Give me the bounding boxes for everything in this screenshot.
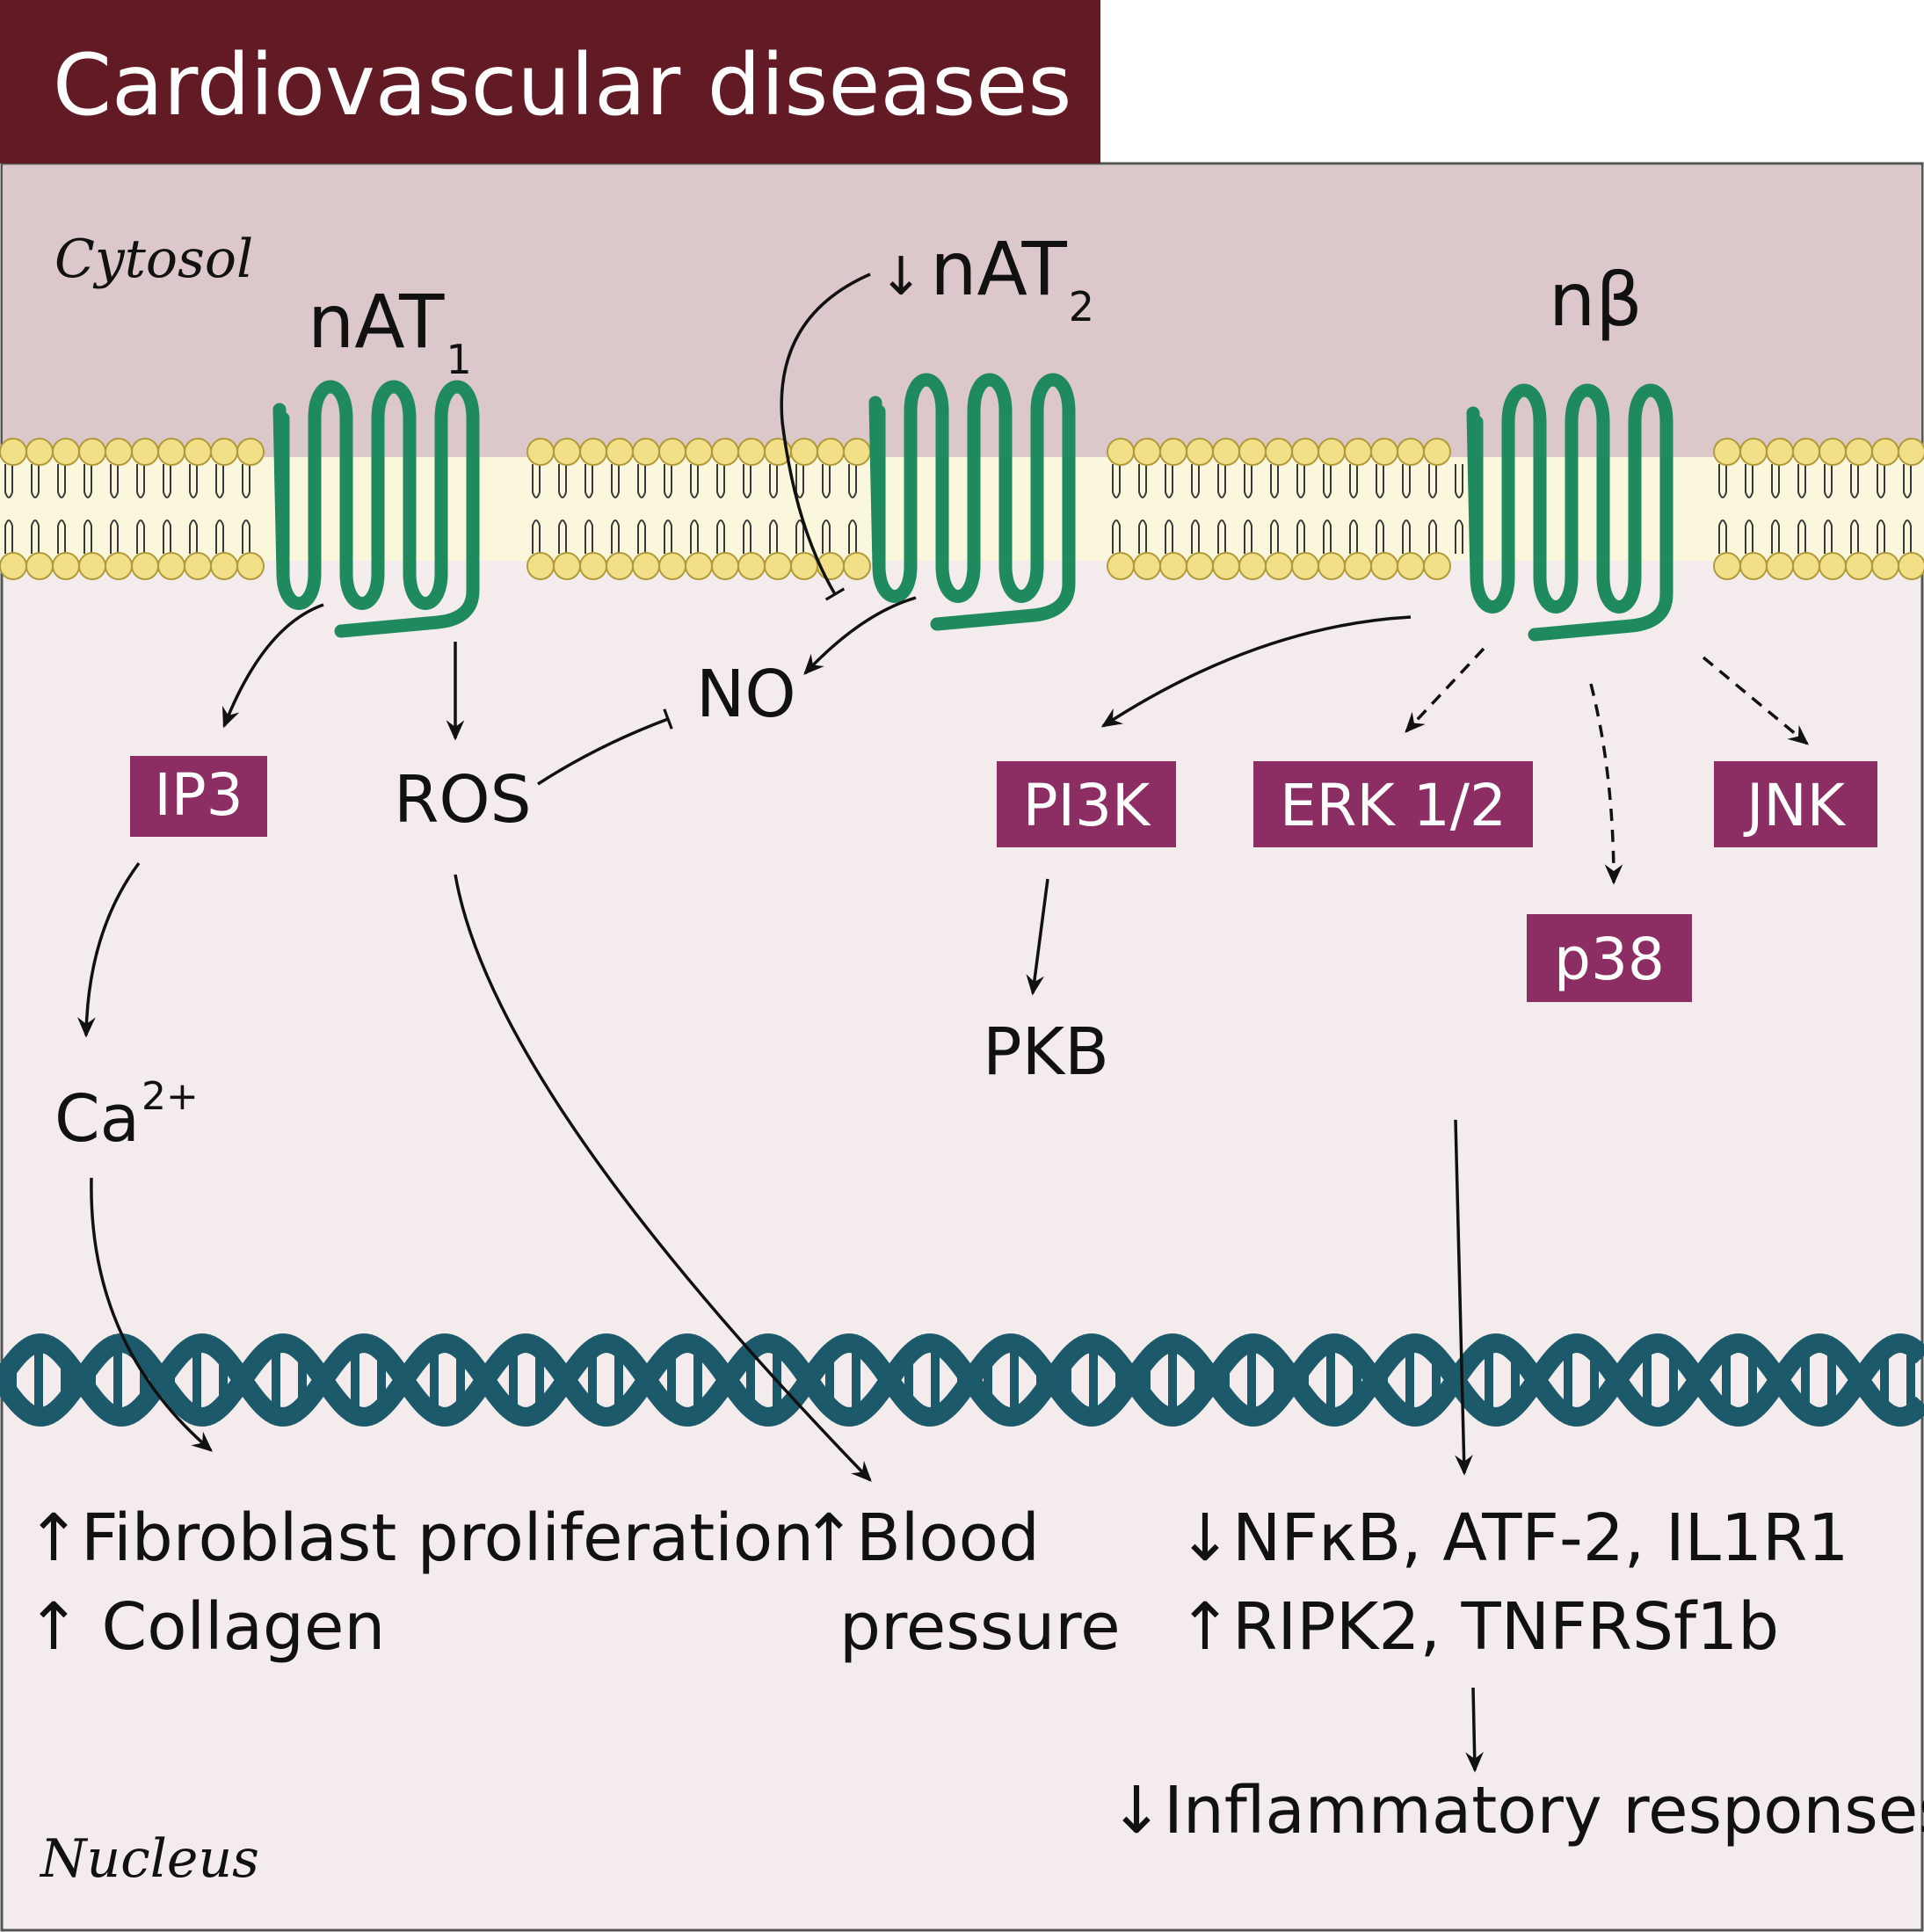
- fibroblast-outcome: ↑Fibroblast proliferation: [26, 1500, 814, 1576]
- pi3k-box: [997, 761, 1176, 847]
- nfkb-outcome: ↓NFκB, ATF-2, IL1R1: [1178, 1500, 1848, 1576]
- arrow-nat2-to-no: [803, 596, 917, 675]
- pkb-label: PKB: [983, 1014, 1109, 1090]
- nat2-label: ↓nAT2: [879, 226, 1094, 330]
- arrow-pi3k-to-pkb: [1026, 878, 1049, 996]
- arrow-ros-to-blood-pressure: [454, 874, 872, 1482]
- ip3-label: IP3: [154, 761, 243, 829]
- inflammatory-outcome: ↓Inflammatory responses: [1109, 1773, 1924, 1848]
- ip3-box: [130, 756, 267, 837]
- nucleus-label: Nucleus: [39, 1828, 259, 1890]
- arrow-ip3-to-calcium: [76, 861, 141, 1038]
- inhibit-ros-to-no: [537, 708, 673, 786]
- arrow-kinases-to-gene-expression: [1454, 1119, 1473, 1476]
- collagen-outcome: ↑ Collagen: [26, 1589, 385, 1665]
- no-label: NO: [696, 657, 796, 732]
- title: Cardiovascular diseases: [53, 36, 1071, 134]
- erk-box: [1253, 761, 1533, 847]
- receptor-nat2: [868, 373, 1076, 631]
- arrow-nbeta-to-pi3k: [1100, 615, 1412, 728]
- p38-box: [1527, 914, 1692, 1002]
- dna-helix: [0, 1333, 1924, 1427]
- receptor-nbeta: [1466, 383, 1674, 642]
- jnk-label: JNK: [1743, 772, 1847, 839]
- blood-outcome: ↑Blood: [802, 1500, 1040, 1576]
- nbeta-label: nβ: [1549, 257, 1643, 343]
- arrow-nat1-to-ip3: [221, 603, 324, 729]
- ros-label: ROS: [394, 762, 532, 838]
- calcium-label: Ca2+: [54, 1074, 199, 1157]
- erk-label: ERK 1/2: [1280, 772, 1507, 839]
- pathway-arrows: [76, 272, 1810, 1773]
- pressure-outcome: pressure: [839, 1589, 1121, 1665]
- inhibit-nat2-to-no: [780, 272, 871, 601]
- jnk-box: [1714, 761, 1877, 847]
- arrow-nbeta-to-erk: [1405, 647, 1485, 733]
- title-banner: [0, 0, 1100, 163]
- arrow-gene-expression-to-inflammatory: [1465, 1687, 1484, 1773]
- arrow-calcium-to-fibroblast: [90, 1177, 213, 1452]
- arrow-nbeta-to-p38: [1589, 683, 1623, 885]
- p38-label: p38: [1554, 926, 1665, 993]
- ripk2-outcome: ↑RIPK2, TNFRSf1b: [1178, 1589, 1779, 1665]
- nat1-label: nAT1: [308, 279, 472, 383]
- cytosol-label: Cytosol: [54, 229, 253, 290]
- receptor-nat1: [272, 380, 480, 638]
- pi3k-label: PI3K: [1023, 772, 1151, 839]
- arrow-nbeta-to-jnk: [1702, 656, 1810, 745]
